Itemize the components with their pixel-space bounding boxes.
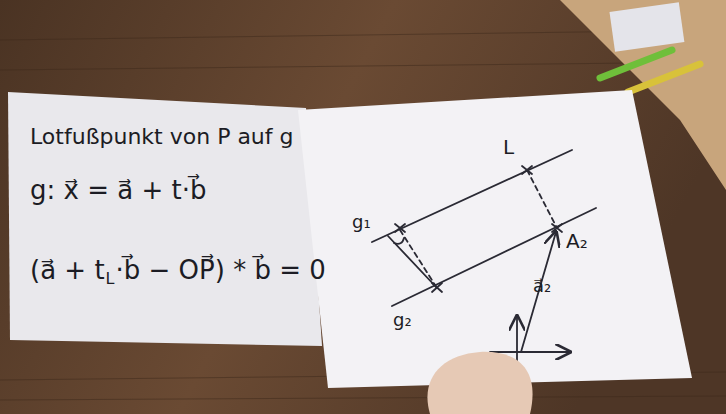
- perpendicular: [388, 236, 437, 288]
- line-label: g₁: [352, 212, 371, 233]
- heading: Lotfußpunkt von P auf g: [30, 124, 294, 149]
- cross-mark: [432, 283, 442, 292]
- point-label: A₂: [566, 230, 588, 253]
- line-g2: [392, 208, 596, 306]
- wood-grain: [0, 30, 726, 400]
- vector-label: a⃗₂: [533, 276, 551, 297]
- cross-mark: [552, 224, 562, 232]
- left-paper: [8, 92, 322, 346]
- formula-part: (a⃗ + t: [30, 256, 105, 286]
- formula-part: ·b⃗ − OP⃗) * b⃗ = 0: [116, 256, 326, 286]
- line-equation: g: x⃗ = a⃗ + t·b⃗: [30, 176, 206, 206]
- line-g1: [372, 150, 572, 242]
- point-label: L: [503, 136, 514, 159]
- right-paper: [298, 90, 692, 388]
- formula-subscript: L: [106, 270, 115, 288]
- hand: [427, 352, 532, 414]
- dashed-connector: [527, 170, 557, 228]
- line-label: g₂: [393, 310, 412, 331]
- right-angle-mark: [394, 238, 404, 244]
- yellow-pen: [628, 64, 700, 92]
- cross-mark: [395, 224, 405, 232]
- paper-scrap: [609, 2, 684, 51]
- sketch-lines: [372, 150, 596, 378]
- cross-mark: [522, 166, 532, 174]
- x-axis: [490, 351, 570, 353]
- vector-a2: [521, 232, 556, 352]
- green-pen: [600, 50, 672, 78]
- dashed-perpendicular: [400, 230, 437, 288]
